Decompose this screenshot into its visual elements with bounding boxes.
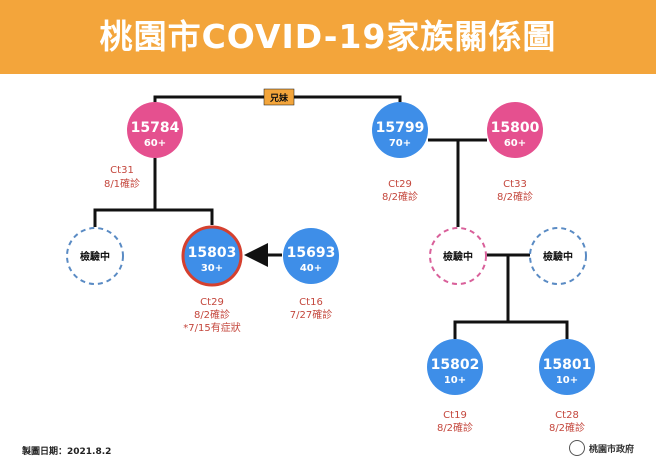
case-node-15799[interactable]: 15799 70+ xyxy=(372,102,428,158)
line-grandchildren xyxy=(453,320,569,339)
confirm-date: 7/27確診 xyxy=(290,308,332,321)
svg-text:檢驗中: 檢驗中 xyxy=(80,250,110,263)
svg-text:15801: 15801 xyxy=(543,357,592,373)
case-node-15800[interactable]: 15800 60+ xyxy=(487,102,543,158)
svg-text:15803: 15803 xyxy=(188,245,237,261)
ct-value: Ct19 xyxy=(443,410,467,421)
logo-text: 桃園市政府 xyxy=(588,444,634,455)
svg-text:10+: 10+ xyxy=(444,375,466,386)
page-title: 桃園市COVID-19家族關係圖 xyxy=(99,17,557,56)
header-banner xyxy=(0,0,656,74)
pending-node-middle[interactable]: 檢驗中 xyxy=(429,227,487,285)
svg-text:30+: 30+ xyxy=(201,263,223,274)
case-node-15693[interactable]: 15693 40+ xyxy=(283,228,339,284)
government-logo: 桃園市政府 xyxy=(568,440,634,456)
svg-text:15799: 15799 xyxy=(376,120,425,136)
ct-value: Ct29 xyxy=(388,179,412,190)
svg-text:40+: 40+ xyxy=(300,263,322,274)
svg-text:檢驗中: 檢驗中 xyxy=(543,250,573,263)
ct-value: Ct28 xyxy=(555,410,579,421)
ct-value: Ct16 xyxy=(299,297,323,308)
svg-text:15784: 15784 xyxy=(131,120,180,136)
relation-badge: 兄妹 xyxy=(263,88,295,106)
case-node-15801[interactable]: 15801 10+ xyxy=(539,339,595,395)
svg-text:15693: 15693 xyxy=(287,245,336,261)
symptom-note: *7/15有症狀 xyxy=(183,321,240,334)
confirm-date: 8/2確診 xyxy=(497,190,533,203)
ct-value: Ct29 xyxy=(200,297,224,308)
confirm-date: 8/2確診 xyxy=(194,308,230,321)
svg-text:60+: 60+ xyxy=(504,138,526,149)
ct-value: Ct31 xyxy=(110,165,134,176)
case-node-15784[interactable]: 15784 60+ xyxy=(127,102,183,158)
line-15784-children xyxy=(93,208,214,227)
city-seal-icon xyxy=(568,440,585,456)
case-node-15802[interactable]: 15802 10+ xyxy=(427,339,483,395)
confirm-date: 8/1確診 xyxy=(104,177,140,190)
confirm-date: 8/2確診 xyxy=(437,421,473,434)
ct-value: Ct33 xyxy=(503,179,527,190)
pending-node-right[interactable]: 檢驗中 xyxy=(529,227,587,285)
confirm-date: 8/2確診 xyxy=(549,421,585,434)
pending-node-left[interactable]: 檢驗中 xyxy=(66,227,124,285)
svg-text:檢驗中: 檢驗中 xyxy=(443,250,473,263)
svg-text:70+: 70+ xyxy=(389,138,411,149)
svg-text:10+: 10+ xyxy=(556,375,578,386)
confirm-date: 8/2確診 xyxy=(382,190,418,203)
svg-text:60+: 60+ xyxy=(144,138,166,149)
svg-text:兄妹: 兄妹 xyxy=(269,92,289,104)
svg-text:15802: 15802 xyxy=(431,357,480,373)
case-node-15803[interactable]: 15803 30+ xyxy=(181,225,243,287)
svg-text:15800: 15800 xyxy=(491,120,540,136)
chart-date: 製圖日期：2021.8.2 xyxy=(22,447,112,457)
